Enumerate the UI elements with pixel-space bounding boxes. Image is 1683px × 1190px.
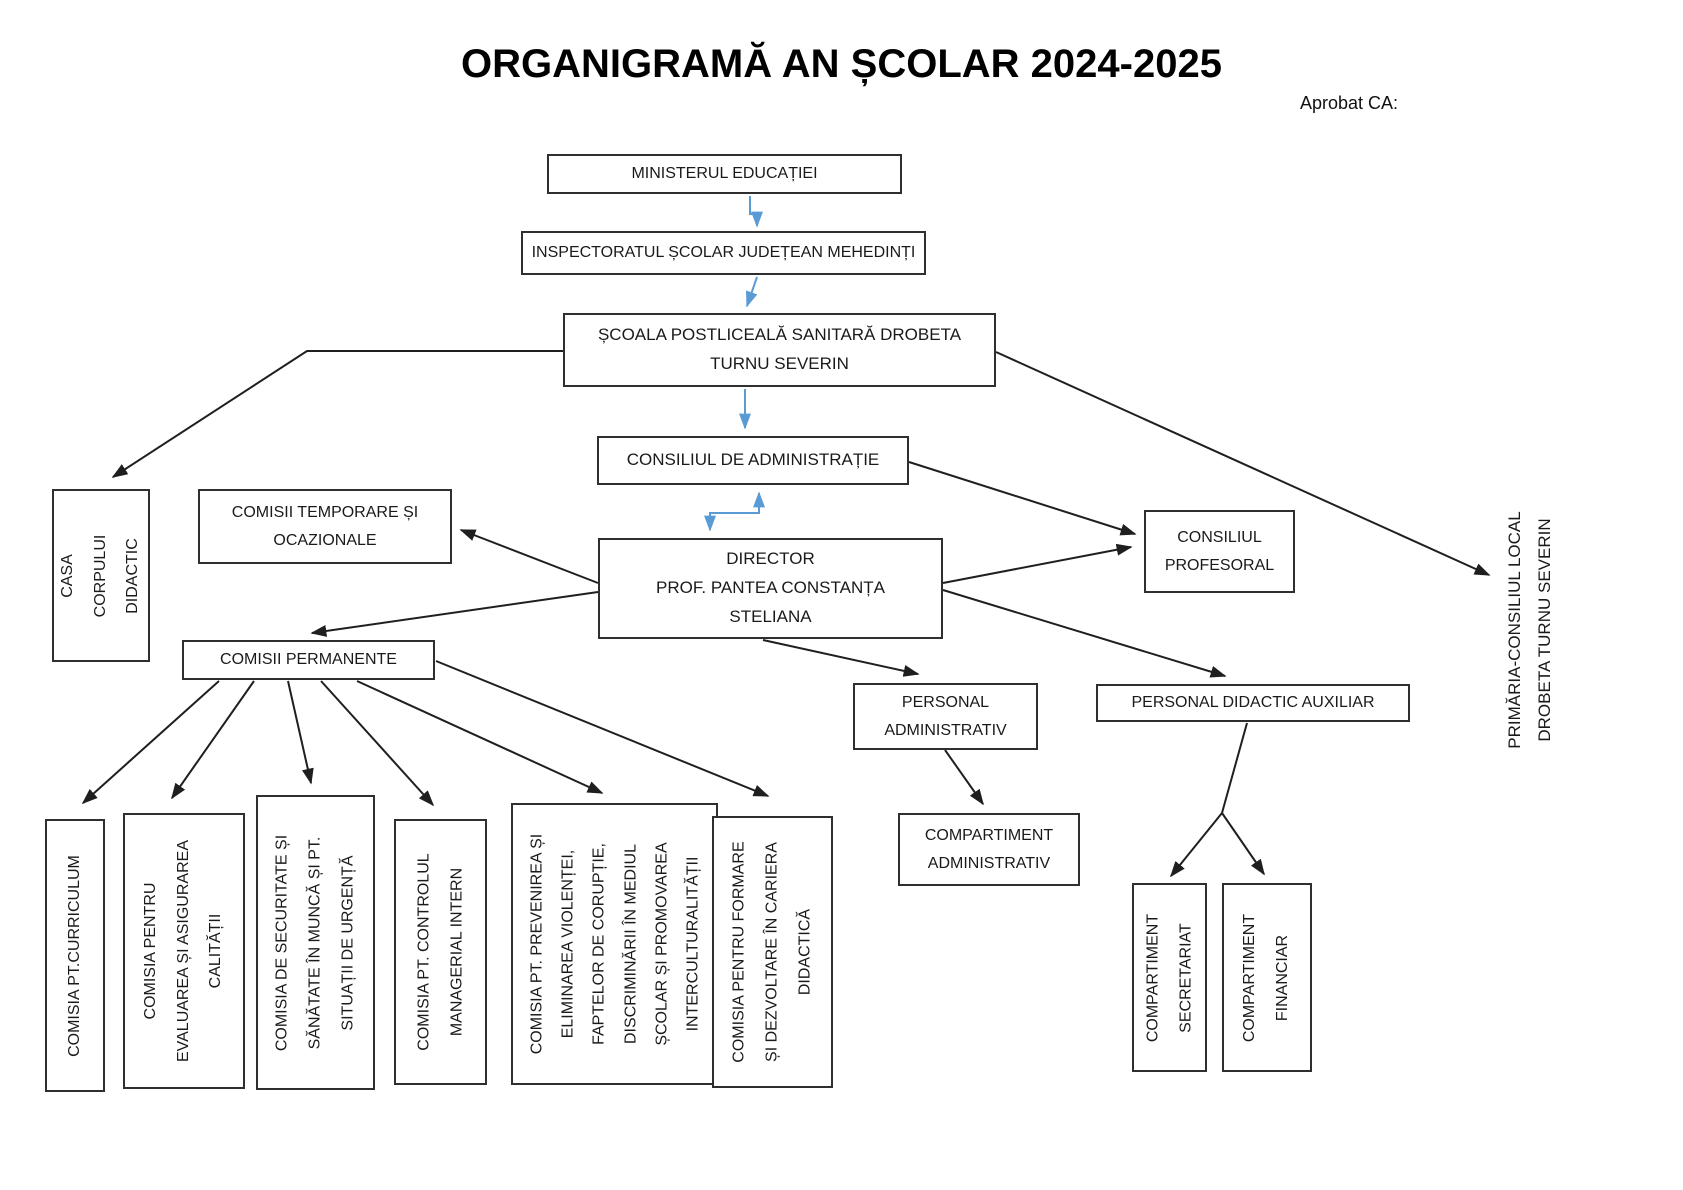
page-title: ORGANIGRAMĂ AN ȘCOLAR 2024-2025 [461,42,1222,86]
node-label: COMPARTIMENT ADMINISTRATIV [924,827,1054,872]
node-label: CONSILIUL DE ADMINISTRAȚIE [626,450,880,470]
arrow-personal-adm-to-compartiment-adm [944,749,984,806]
arrow-permanente-to-curriculum [81,680,220,805]
approval-label: Aprobat CA: [1300,93,1399,113]
arrow-permanente-to-prevenire [356,680,604,794]
node-consiliul-profesoral: CONSILIUL PROFESORAL [1144,510,1295,593]
node-label: COMISIA DE SECURITATE ȘI SĂNĂTATE ÎN MUN… [273,834,356,1051]
node-label: DIRECTOR PROF. PANTEA CONSTANȚA STELIANA [656,549,885,626]
node-personal-administrativ: PERSONAL ADMINISTRATIV [853,683,1038,750]
arrow-permanente-to-control [320,680,435,807]
arrow-consiliul-admin-to-profesoral [908,461,1137,536]
node-label: COMPARTIMENT SECRETARIAT [1143,913,1194,1042]
arrow-director-to-profesoral [942,543,1133,584]
arrow-director-to-comisii-temporare [459,529,599,584]
node-label: ȘCOALA POSTLICEALĂ SANITARĂ DROBETA TURN… [597,325,962,373]
node-compartiment-administrativ: COMPARTIMENT ADMINISTRATIV [898,813,1080,886]
node-label: COMISIA PENTRU EVALUAREA ȘI ASIGURAREA C… [141,840,225,1063]
arrow-scoala-to-primaria [995,351,1491,576]
node-comisia-curriculum: COMISIA PT.CURRICULUM [45,819,105,1092]
node-comisia-formare-cariera: COMISIA PENTRU FORMARE ȘI DEZVOLTARE ÎN … [712,816,833,1088]
node-label: PERSONAL DIDACTIC AUXILIAR [1131,694,1375,712]
node-label: CASA CORPULUI DIDACTIC [58,534,142,617]
node-label: COMISIA PENTRU FORMARE ȘI DEZVOLTARE ÎN … [730,841,813,1063]
connector-ministerul-inspectoratul [749,196,763,228]
node-label: PRIMĂRIA-CONSILIUL LOCAL DROBETA TURNU S… [1505,511,1554,749]
arrow-scoala-to-casa [111,350,563,478]
arrow-director-to-personal-administrativ [762,639,920,677]
node-scoala-postliceala: ȘCOALA POSTLICEALĂ SANITARĂ DROBETA TURN… [563,313,996,387]
node-label: COMISIA PT.CURRICULUM [65,854,83,1057]
arrow-permanente-to-securitate [287,680,314,785]
arrow-fork-to-secretariat [1169,812,1223,878]
node-label: INSPECTORATUL ȘCOLAR JUDEȚEAN MEHEDINȚI [531,244,916,262]
arrow-fork-to-financiar [1221,812,1265,876]
node-comisia-prevenire-violenta: COMISIA PT. PREVENIREA ȘI ELIMINAREA VIO… [511,803,718,1085]
node-primaria-consiliul-local: PRIMĂRIA-CONSILIUL LOCAL DROBETA TURNU S… [1498,505,1562,755]
node-compartiment-financiar: COMPARTIMENT FINANCIAR [1222,883,1312,1072]
node-compartiment-secretariat: COMPARTIMENT SECRETARIAT [1132,883,1207,1072]
arrow-permanente-to-formare [435,660,770,797]
node-label: COMISII TEMPORARE ȘI OCAZIONALE [231,504,419,549]
arrow-permanente-to-evaluare [171,680,255,800]
blue-connectors [704,196,765,532]
connector-consiliul-admin-director [704,491,765,532]
node-comisii-permanente: COMISII PERMANENTE [182,640,435,680]
node-comisia-securitate-sanatate: COMISIA DE SECURITATE ȘI SĂNĂTATE ÎN MUN… [256,795,375,1090]
node-comisia-control-managerial: COMISIA PT. CONTROLUL MANAGERIAL INTERN [394,819,487,1085]
node-casa-corpului-didactic: CASA CORPULUI DIDACTIC [52,489,150,662]
node-inspectoratul-scolar: INSPECTORATUL ȘCOLAR JUDEȚEAN MEHEDINȚI [521,231,926,275]
node-comisia-evaluare-calitate: COMISIA PENTRU EVALUAREA ȘI ASIGURAREA C… [123,813,245,1089]
node-label: COMPARTIMENT FINANCIAR [1241,913,1291,1042]
node-ministerul-educatiei: MINISTERUL EDUCAȚIEI [547,154,902,194]
node-director: DIRECTOR PROF. PANTEA CONSTANȚA STELIANA [598,538,943,639]
node-label: CONSILIUL PROFESORAL [1164,529,1275,574]
node-label: COMISII PERMANENTE [220,651,397,669]
node-label: COMISIA PT. PREVENIREA ȘI ELIMINAREA VIO… [527,833,701,1055]
arrow-director-to-personal-didactic [942,589,1227,678]
node-comisii-temporare: COMISII TEMPORARE ȘI OCAZIONALE [198,489,452,564]
black-connectors [81,350,1491,878]
node-label: COMISIA PT. CONTROLUL MANAGERIAL INTERN [414,853,465,1051]
arrow-director-to-comisii-permanente [310,591,599,637]
connector-inspectoratul-scoala [746,276,758,308]
node-consiliul-de-administratie: CONSILIUL DE ADMINISTRAȚIE [597,436,909,485]
node-label: MINISTERUL EDUCAȚIEI [631,165,818,183]
line-personal-didactic-fork [1221,722,1248,814]
node-personal-didactic-auxiliar: PERSONAL DIDACTIC AUXILIAR [1096,684,1410,722]
node-label: PERSONAL ADMINISTRATIV [884,694,1007,739]
